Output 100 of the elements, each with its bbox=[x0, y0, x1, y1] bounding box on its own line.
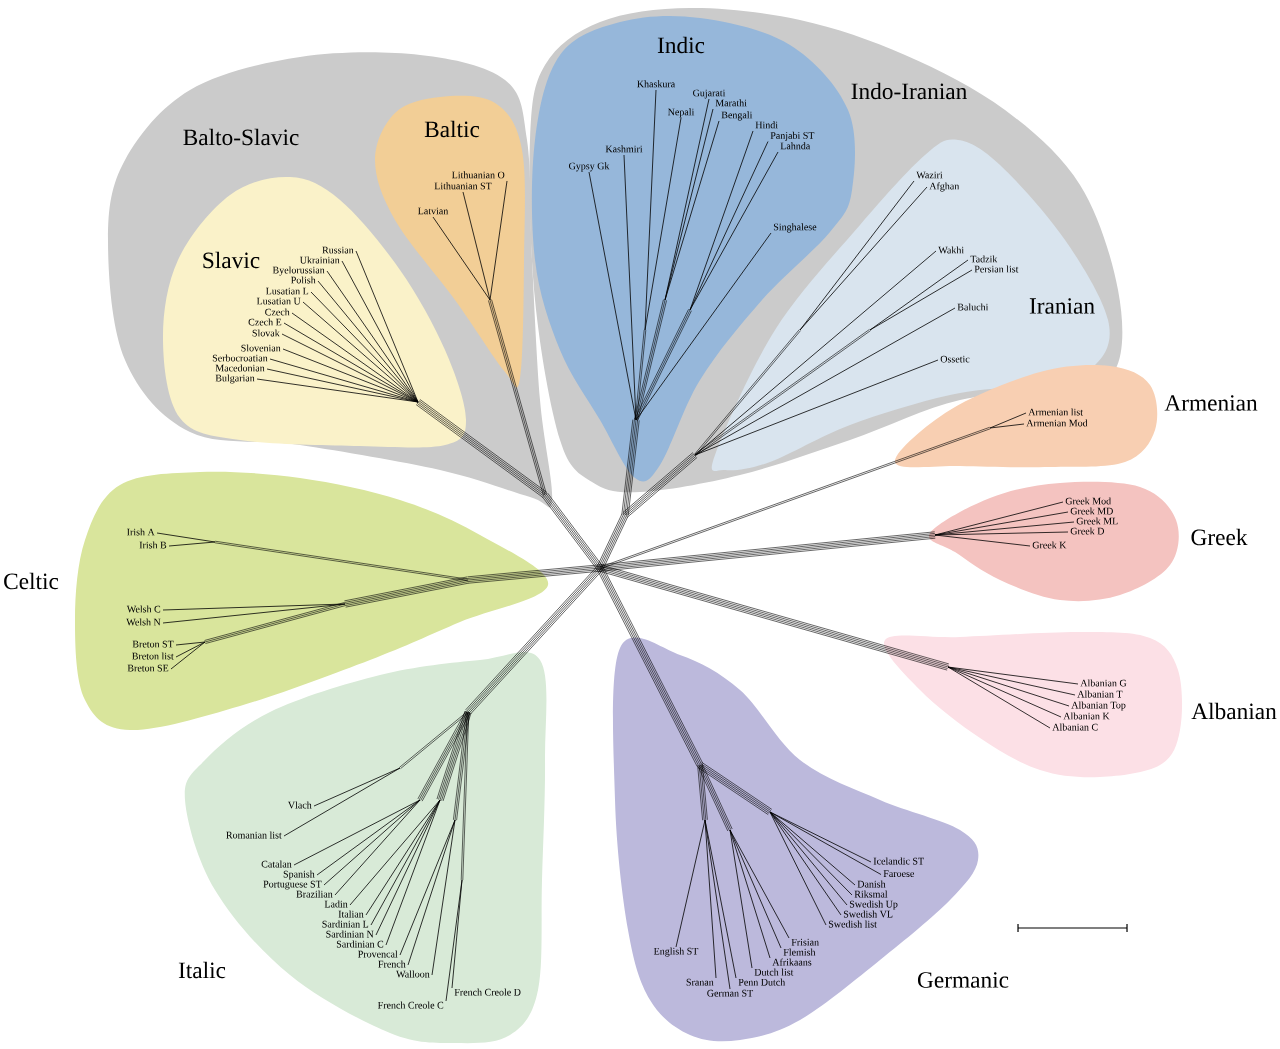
leaf-label: Catalan bbox=[261, 860, 292, 868]
branch-bundle bbox=[621, 419, 640, 516]
leaf-label: Welsh N bbox=[126, 618, 161, 626]
branch-bundle bbox=[465, 565, 603, 715]
branch-bundle bbox=[599, 531, 936, 572]
branch-line bbox=[170, 641, 206, 670]
leaf-label: Breton list bbox=[132, 652, 174, 660]
branch-line bbox=[256, 378, 419, 403]
branch-bundle bbox=[596, 566, 704, 767]
leaf-label: Nepali bbox=[668, 108, 695, 118]
branch-line bbox=[704, 819, 717, 979]
leaf-label: Armenian Mod bbox=[1026, 419, 1088, 427]
branch-line bbox=[162, 603, 346, 611]
branch-line bbox=[623, 154, 637, 421]
leaf-label: Swedish Up bbox=[849, 900, 898, 910]
leaf-label: Spanish bbox=[283, 870, 315, 880]
leaf-label: Gujarati bbox=[693, 89, 726, 99]
branch-line bbox=[462, 191, 491, 301]
branch-line bbox=[869, 259, 969, 331]
leaf-label: Danish bbox=[857, 880, 886, 888]
leaf-label: Afrikaans bbox=[772, 958, 812, 966]
leaf-label: English ST bbox=[653, 947, 699, 957]
leaf-label: Albanian Top bbox=[1071, 701, 1126, 711]
leaf-label: Gypsy Gk bbox=[569, 162, 610, 172]
leaf-label: Albanian C bbox=[1052, 723, 1098, 731]
branch-line bbox=[282, 348, 419, 403]
branch-line bbox=[664, 120, 720, 301]
leaf-label: Sardinian C bbox=[336, 940, 384, 948]
branch-line bbox=[934, 534, 1031, 547]
leaf-label: Swedish VL bbox=[843, 910, 893, 918]
leaf-label: Serbocroatian bbox=[212, 354, 268, 362]
leaf-label: Russian bbox=[322, 246, 354, 254]
leaf-label: Singhalese bbox=[773, 223, 817, 233]
leaf-label: Baluchi bbox=[957, 303, 989, 311]
leaf-label: Lithuanian O bbox=[452, 171, 505, 179]
branch-line bbox=[431, 819, 456, 976]
node-label: Celtic bbox=[4, 572, 59, 590]
leaf-label: Welsh C bbox=[126, 605, 161, 613]
branch-line bbox=[689, 130, 754, 311]
leaf-label: Polish bbox=[291, 276, 316, 284]
branch-line bbox=[445, 879, 463, 1002]
branch-bundle bbox=[399, 711, 469, 769]
leaf-label: Czech bbox=[265, 308, 290, 316]
leaf-label: Greek ML bbox=[1076, 517, 1118, 525]
leaf-label: Armenian list bbox=[1028, 408, 1083, 416]
branch-bundle bbox=[214, 540, 469, 582]
leaf-label: Italian bbox=[338, 910, 364, 918]
leaf-label: Dutch list bbox=[754, 968, 794, 976]
branch-line bbox=[989, 423, 1025, 429]
leaf-label: Waziri bbox=[916, 171, 943, 179]
branch-line bbox=[334, 799, 421, 896]
leaf-label: Slovenian bbox=[241, 344, 281, 352]
branch-bundle bbox=[634, 299, 667, 421]
leaf-label: Greek Mod bbox=[1065, 497, 1111, 505]
branch-line bbox=[704, 819, 731, 990]
leaf-label: Irish B bbox=[139, 541, 167, 549]
branch-bundle bbox=[344, 576, 469, 608]
leaf-label: Wakhi bbox=[938, 246, 964, 254]
leaf-label: Bengali bbox=[721, 111, 753, 121]
leaf-label: Provencal bbox=[358, 950, 398, 958]
leaf-label: Albanian K bbox=[1063, 712, 1110, 720]
leaf-label: Breton ST bbox=[132, 640, 174, 648]
leaf-label: Vlach bbox=[287, 801, 312, 809]
branch-bundle bbox=[460, 711, 470, 881]
leaf-label: Macedonian bbox=[215, 364, 265, 372]
branch-line bbox=[694, 307, 956, 456]
branch-bundle bbox=[415, 399, 548, 498]
branch-bundle bbox=[634, 309, 692, 421]
leaf-label: Greek MD bbox=[1070, 507, 1113, 515]
branch-line bbox=[675, 819, 706, 948]
leaf-label: Ladin bbox=[324, 900, 348, 908]
branch-bundle bbox=[697, 764, 708, 821]
branch-bundle bbox=[204, 602, 346, 644]
branch-line bbox=[689, 151, 779, 311]
leaf-label: Ukrainian bbox=[299, 256, 340, 264]
leaf-label: Frisian bbox=[791, 938, 819, 946]
leaf-label: Walloon bbox=[396, 970, 430, 978]
node-label: Albanian bbox=[1191, 702, 1277, 720]
leaf-label: Faroese bbox=[883, 870, 915, 877]
branch-line bbox=[947, 666, 1062, 718]
leaf-label: French bbox=[378, 960, 406, 968]
branch-line bbox=[729, 829, 782, 949]
branch-line bbox=[689, 141, 769, 311]
leaf-label: Latvian bbox=[418, 207, 449, 215]
branch-bundle bbox=[488, 299, 547, 496]
branch-line bbox=[432, 216, 491, 301]
leaf-label: Lusatian U bbox=[256, 297, 301, 305]
branch-line bbox=[313, 767, 401, 807]
branch-bundle bbox=[467, 564, 601, 584]
leaf-label: Slovak bbox=[252, 329, 280, 337]
branch-line bbox=[355, 250, 419, 403]
branch-line bbox=[168, 541, 216, 547]
branch-line bbox=[451, 879, 463, 989]
leaf-label: Sardinian L bbox=[322, 920, 369, 928]
branch-line bbox=[175, 641, 206, 646]
branch-line bbox=[947, 666, 1051, 729]
node-label: Greek bbox=[1191, 528, 1248, 546]
branch-line bbox=[399, 819, 456, 956]
branch-line bbox=[349, 799, 441, 906]
leaf-label: Hindi bbox=[755, 121, 778, 129]
